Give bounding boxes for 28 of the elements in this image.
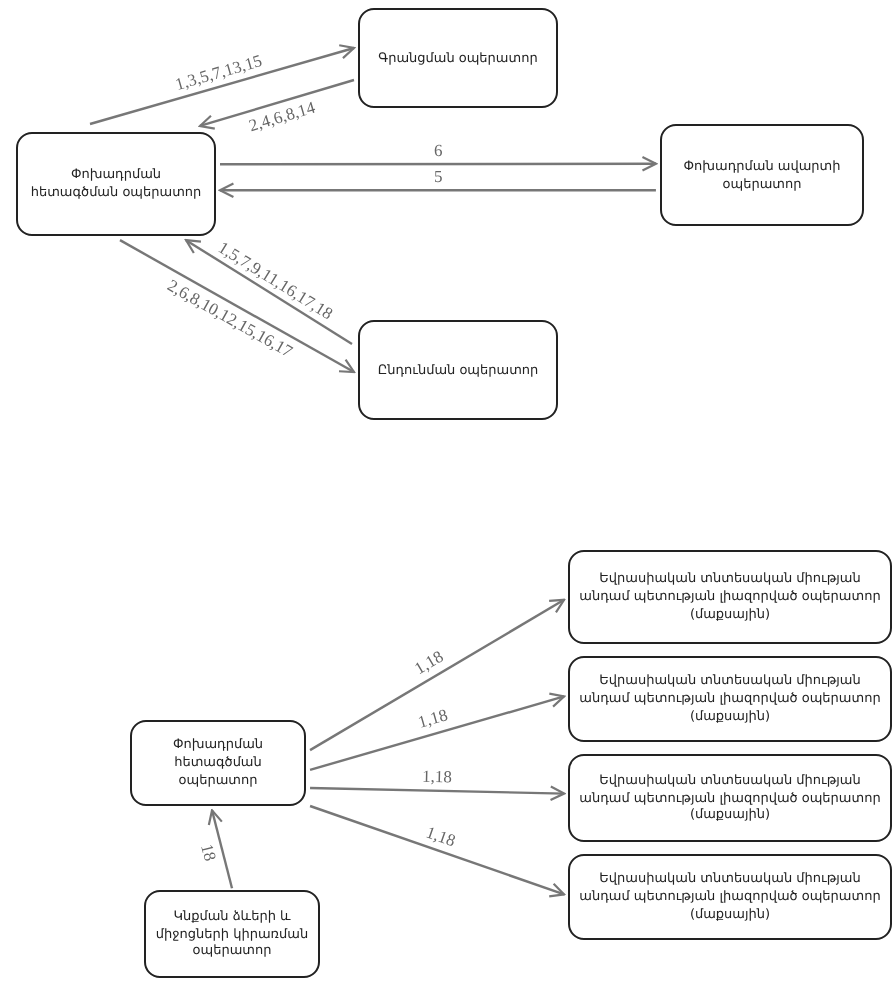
process-box	[16, 132, 216, 236]
arrow	[184, 239, 353, 345]
process-box	[568, 550, 892, 644]
arrow	[220, 156, 657, 172]
process-box	[568, 854, 892, 940]
process-box	[568, 656, 892, 742]
process-box	[660, 124, 864, 226]
edge-label: 1,18	[414, 706, 452, 733]
edge-label: 1,18	[410, 646, 449, 679]
process-box	[144, 890, 320, 978]
arrow	[309, 804, 566, 898]
arrow	[310, 785, 566, 802]
process-box	[358, 320, 558, 420]
edge-label: 6	[431, 141, 445, 158]
arrow	[119, 239, 356, 374]
process-box	[568, 754, 892, 842]
edge-label: 5	[431, 167, 445, 185]
edge-label: 1,18	[420, 767, 455, 786]
arrow	[207, 809, 234, 889]
arrow	[198, 78, 355, 130]
process-box	[358, 8, 558, 108]
edge-label: 18	[197, 839, 219, 865]
edge-label: 1,18	[422, 822, 461, 851]
process-box	[130, 720, 306, 806]
arrow	[309, 598, 566, 752]
arrow	[218, 182, 656, 199]
arrow	[309, 692, 566, 772]
arrow	[89, 44, 356, 126]
